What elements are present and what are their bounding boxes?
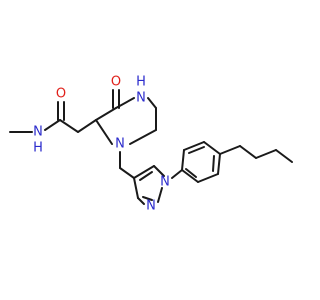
- bond-ring-ch2b-n: [129, 129, 157, 145]
- bond-pz-double-b: [142, 196, 153, 201]
- bond-ch2-ring: [77, 119, 97, 133]
- bonds: [9, 89, 293, 205]
- atom-o-amide: O: [56, 87, 66, 102]
- bond-pz-c3-c4: [133, 177, 139, 199]
- atom-labels: N H O O N H N N N: [33, 75, 170, 214]
- atom-n-pyrazole-2: N: [146, 199, 156, 214]
- bond-n1-phenyl: [171, 169, 183, 179]
- bond-carbonyl-ch2: [59, 119, 79, 133]
- bond-butyl-1: [219, 145, 241, 155]
- bond-ph-2: [183, 141, 205, 151]
- bond-ph-double-c: [185, 168, 197, 178]
- atom-h-amide: H: [33, 141, 43, 156]
- bond-butyl-3: [255, 149, 277, 159]
- bond-butyl-4: [275, 149, 293, 163]
- bond-ring-alpha-carbonyl: [95, 107, 117, 121]
- atom-n-amide: N: [33, 125, 43, 140]
- bond-ring-nh-ch2a: [147, 97, 157, 109]
- bond-pz-n2-c3: [137, 197, 145, 205]
- atom-n-ring-bottom: N: [115, 137, 125, 152]
- molecule-diagram: N H O O N H N N N: [9, 75, 293, 214]
- atom-n-ring-top: N: [136, 91, 146, 106]
- bond-ph-4: [217, 153, 221, 175]
- atom-o-ring: O: [111, 75, 121, 90]
- bond-linker-pyrazole: [119, 167, 135, 179]
- bond-ring-n-alpha: [95, 119, 113, 145]
- bond-pz-c4-c5: [133, 165, 155, 179]
- bond-ph-3: [203, 141, 221, 155]
- bond-ph-5: [197, 173, 219, 183]
- atom-h-ring-top: H: [136, 75, 146, 90]
- bond-pz-n1-n2: [157, 187, 163, 203]
- structure-canvas: N H O O N H N N N: [9, 74, 293, 214]
- bond-ph-6: [181, 169, 199, 183]
- bond-pz-double-a: [139, 171, 153, 181]
- bond-pz-c5-n1: [153, 165, 165, 177]
- bond-butyl-2: [239, 145, 257, 159]
- bond-n-carbonyl: [44, 119, 61, 131]
- bond-ph-1: [181, 149, 185, 171]
- bond-ph-double-b: [212, 155, 215, 172]
- atom-n-pyrazole-1: N: [160, 175, 170, 190]
- bond-ph-double-a: [188, 146, 205, 154]
